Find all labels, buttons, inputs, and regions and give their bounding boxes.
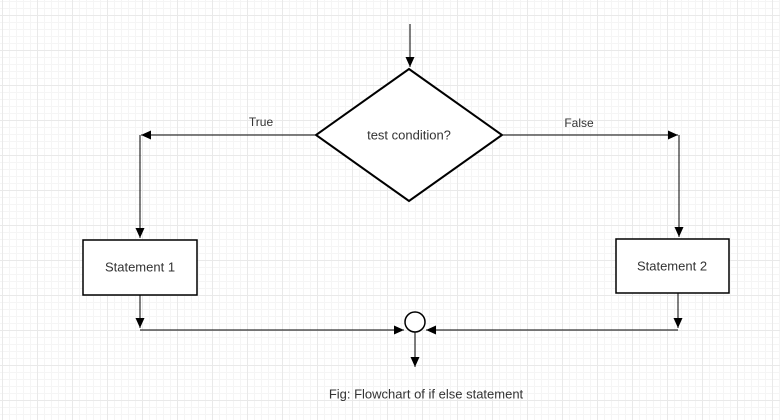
false-edge-label: False — [564, 116, 594, 130]
junction-circle[interactable] — [404, 311, 426, 333]
statement2-out-connector[interactable] — [426, 293, 683, 335]
statement2-box[interactable] — [615, 238, 730, 294]
statement1-label: Statement 1 — [104, 259, 176, 275]
figure-caption: Fig: Flowchart of if else statement — [328, 386, 524, 402]
false-branch-connector[interactable] — [502, 130, 684, 237]
true-branch-connector[interactable] — [135, 130, 316, 238]
true-edge-label: True — [248, 115, 274, 129]
statement1-out-connector[interactable] — [135, 295, 404, 335]
statement1-box[interactable] — [82, 239, 198, 296]
decision-label: test condition? — [367, 127, 451, 143]
statement2-label: Statement 2 — [636, 258, 708, 274]
decision-diamond[interactable] — [314, 67, 504, 203]
